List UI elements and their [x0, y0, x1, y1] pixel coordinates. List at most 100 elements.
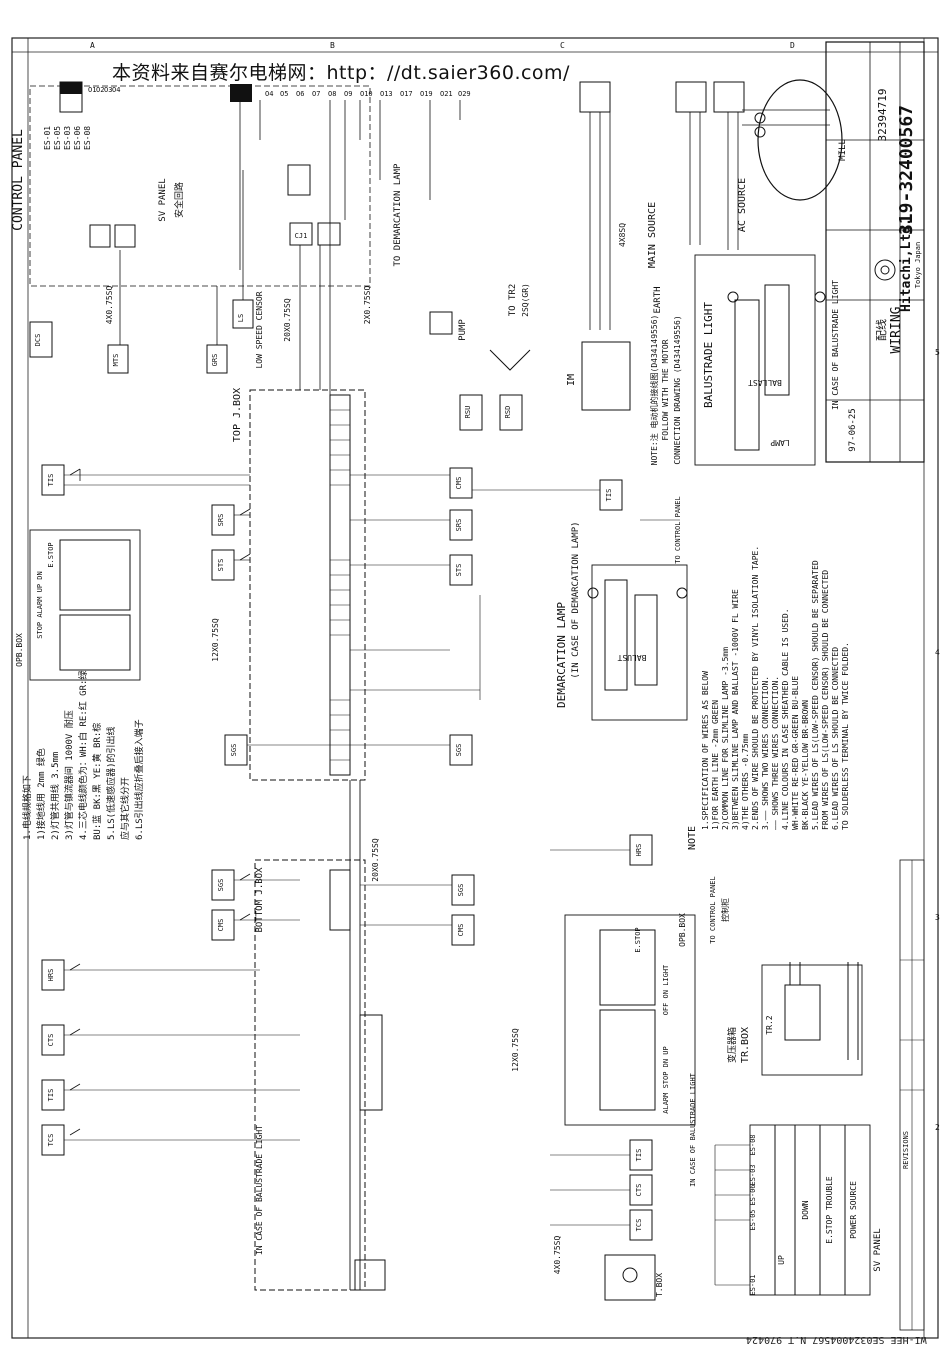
device-sgs-right-2: SGS: [457, 884, 465, 897]
svg-text:O2: O2: [96, 86, 104, 94]
svg-text:O7: O7: [312, 90, 320, 98]
top-jbox-label: TOP J.BOX: [232, 388, 243, 442]
opb-box-label: OPB.BOX: [15, 633, 24, 667]
cp-es-terminal: ES-01: [43, 126, 52, 150]
note-line: 1.SPECIFICATION OF WIRES AS BELOW: [701, 671, 710, 830]
device-srs: SRS: [217, 514, 225, 527]
device-ls: LS: [237, 314, 245, 322]
opb-box-label-bottom: OPB.BOX: [678, 913, 687, 947]
svg-text:O6: O6: [296, 90, 304, 98]
rail-label: C: [560, 41, 565, 50]
handwritten-line: 2)灯管共用线 3.5mm: [49, 752, 61, 840]
company-sub: Tokyo Japan: [914, 242, 922, 288]
in-case-balustrade-left: IN CASE OF BALUSTRADE LIGHT: [255, 1125, 264, 1255]
connection-drawing-note: CONNECTION DRAWING (D434149556): [673, 315, 682, 464]
device-mts: MTS: [112, 354, 120, 367]
handwritten-line: BU:蓝 BK:黑 YE:黄 BR:棕: [91, 723, 103, 840]
es-terminal: ES-08: [749, 1134, 757, 1155]
revision-block: REVISIONS: [899, 859, 925, 1331]
to-control-panel-cn: 控制柜: [720, 898, 730, 922]
tr-box-label: TR.BOX: [740, 1027, 751, 1063]
svg-text:O21: O21: [440, 90, 453, 98]
watermark-url: 本资料来自赛尔电梯网：http：//dt.saier360.com/: [112, 62, 570, 84]
estop-label-bottom: E.STOP: [634, 927, 642, 952]
device-rsd: RSD: [504, 406, 512, 419]
bottom-jbox-label: BOTTOM J.BOX: [255, 867, 265, 933]
sv-item-label: POWER SOURCE: [849, 1181, 858, 1239]
ballast-label: BALLAST: [748, 378, 782, 387]
revisions-label: REVISIONS: [902, 1131, 910, 1169]
t-box-label: T.BOX: [655, 1273, 664, 1297]
cp-es-terminal: ES-06: [73, 126, 82, 150]
note-line: 4)THE OTHERS -0.75mm: [741, 733, 750, 830]
wire-12x0-top: 12X0.75SQ: [211, 618, 220, 662]
drawing-title: WIRING: [889, 306, 904, 353]
ac-source-label: AC SOURCE: [737, 178, 748, 232]
notes-block: NOTE 1.SPECIFICATION OF WIRES AS BELOW 1…: [687, 546, 850, 850]
device-cms-right: CMS: [455, 477, 463, 490]
note-line: 3.—— SHOWS TWO WIRES CONNECTION.: [761, 676, 770, 830]
wire-20x0-trunk: 20X0.75SQ: [371, 838, 380, 882]
t-box: T.BOX 4X0.75SQ: [553, 1236, 664, 1301]
off-on-light-label: OFF ON LIGHT: [662, 964, 670, 1015]
rail-label: D: [790, 41, 795, 50]
handwritten-notes: 1.电线规格如下 1)接地线用 2mm 绿色 2)灯管共用线 3.5mm 3)灯…: [21, 671, 145, 840]
right-devices: CMS TIS SRS STS SGS HRS SGS CMS TIS CTS …: [350, 467, 680, 1241]
hitachi-logo-icon: [874, 259, 896, 281]
demarcation-lamp-label: DEMARCATION LAMP: [555, 602, 568, 708]
cp-es-terminal: ES-05: [53, 126, 62, 150]
wire-4x0-bottom: 4X0.75SQ: [553, 1236, 562, 1275]
device-tcs: TCS: [47, 1134, 55, 1147]
svg-text:O8: O8: [328, 90, 336, 98]
control-panel-label: CONTROL PANEL: [11, 129, 26, 231]
balustrade-light-label: BALUSTRADE LIGHT: [702, 302, 715, 408]
estop-label: E.STOP: [47, 542, 55, 567]
note-line: 6.LEAD WIRES OF LS SHOULD BE CONNECTED: [831, 647, 840, 830]
footer-code: WI-HEE SE0324004567 N.T 970424: [746, 1334, 927, 1345]
drawing-number: 319-32400567: [896, 105, 917, 235]
wire-12x0-bottom: 12X0.75SQ: [511, 1028, 520, 1072]
device-sts: STS: [217, 559, 225, 572]
note-line: 3)BETWEEN SLIMLINE LAMP AND BALLAST -100…: [731, 589, 740, 830]
sv-panel-bottom: POWER SOURCE E.STOP TROUBLE DOWN UP SV P…: [714, 1124, 883, 1296]
motor-note: NOTE:注 电动机的接线图(D434149556): [649, 315, 659, 466]
rail-label: 4: [935, 648, 940, 657]
handwritten-line: 3)灯管与镇流器间 1000V 耐压: [63, 710, 75, 840]
sheet-border: [11, 37, 939, 1339]
handwritten-line: 应与其它线分开: [119, 777, 131, 840]
note-line: 2)COMMON LINE FOR SLIMLINE LAMP -3.5mm: [721, 647, 730, 830]
drawing-date: 97-06-25: [848, 408, 858, 451]
note-line: BK-BLACK YE-YELLOW BR-BROWN: [801, 700, 810, 830]
main-source-section: MAIN SOURCE AC SOURCE EARTH 4X8SQ: [579, 79, 843, 330]
motor-label: IM: [566, 374, 577, 386]
opb-box-left: OPB.BOX STOP ALARM UP DN E.STOP: [15, 529, 141, 681]
to-control-panel-bottom: TO CONTROL PANEL: [709, 876, 717, 943]
low-speed-censor-label: LOW SPEED CENSOR: [255, 291, 264, 368]
rail-label: 5: [935, 348, 940, 357]
sv-panel-label-bottom: SV PANEL: [873, 1228, 883, 1271]
device-cts: CTS: [47, 1034, 55, 1047]
handwritten-line: 1)接地线用 2mm 绿色: [35, 748, 47, 840]
ls-section: LS LOW SPEED CENSOR GRS MTS 4X0.75SQ: [105, 170, 264, 374]
wire-4x0: 4X0.75SQ: [105, 286, 114, 325]
svg-text:O4: O4: [265, 90, 273, 98]
svg-text:O9: O9: [344, 90, 352, 98]
device-dcs: DCS: [34, 334, 42, 347]
demarcation-lamp-section: DEMARCATION LAMP (IN CASE OF DEMARCATION…: [555, 496, 688, 721]
main-source-label: MAIN SOURCE: [647, 202, 658, 268]
left-devices: TIS SRS STS SGS HRS CTS TIS TCS SGS CMS: [41, 464, 330, 1156]
follow-motor-note: FOLLOW WITH THE MOTOR: [661, 339, 670, 440]
handwritten-line: 5.LS(低速感应器)的引出线: [105, 726, 117, 840]
device-sts-right: STS: [455, 564, 463, 577]
device-sgs-right: SGS: [455, 744, 463, 757]
svg-text:O5: O5: [280, 90, 288, 98]
es-terminal: ES-05: [749, 1209, 757, 1230]
balustrade-light-top: BALUSTRADE LIGHT IN CASE OF BALUSTRADE L…: [694, 254, 840, 466]
alarm-stop-label: ALARM STOP DN UP: [662, 1046, 670, 1113]
svg-text:O17: O17: [400, 90, 413, 98]
mill-label: MILL: [838, 139, 848, 161]
device-sgs-2: SGS: [217, 879, 225, 892]
tr-box: TR.BOX 变压器箱 TR.2: [726, 962, 863, 1076]
